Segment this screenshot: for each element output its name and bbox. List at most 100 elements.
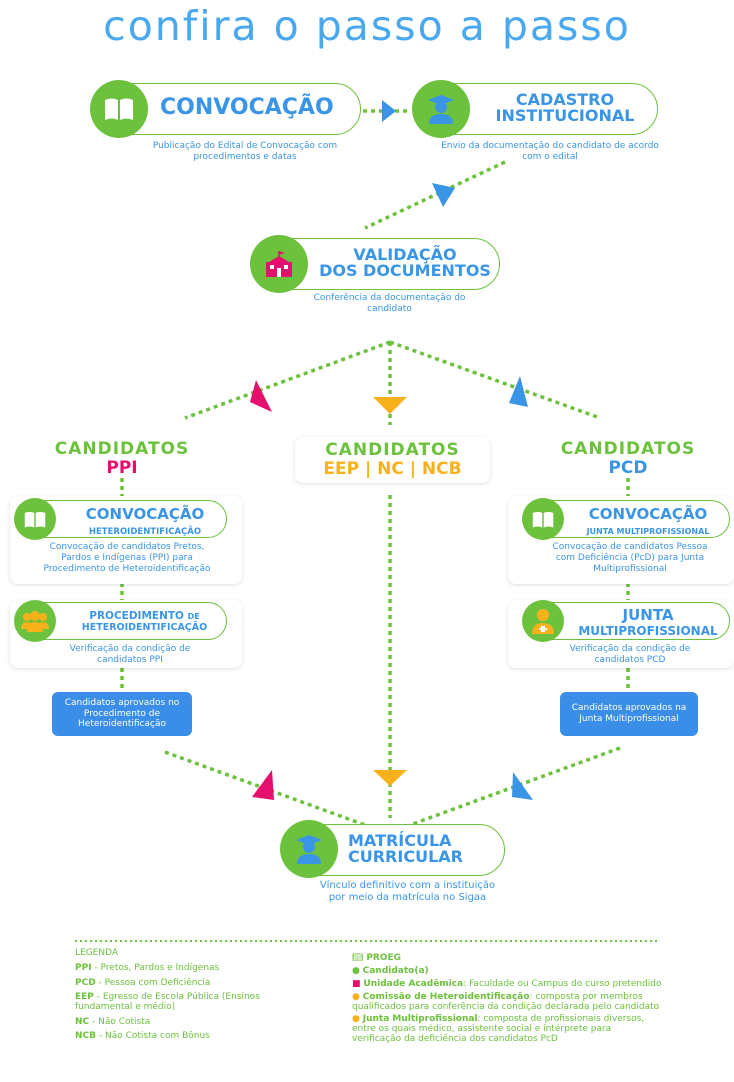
legend-value: : composta de profissionais diversos, en…	[352, 1014, 645, 1045]
arrow-right-icon	[382, 100, 396, 122]
step-title-line1: PROCEDIMENTO	[89, 610, 184, 622]
arrow-down-left-icon	[432, 183, 455, 207]
legend-value: : composta por membros qualificados para…	[352, 991, 660, 1012]
legend-item: EEP - Egresso de Escola Pública (Ensinos…	[75, 992, 295, 1013]
legend-key: PROEG	[366, 953, 402, 963]
ppi-result-box: Candidatos aprovados no Procedimento de …	[52, 692, 192, 736]
legend-key: Junta Multiprofissional	[362, 1014, 478, 1025]
legend-heading: LEGENDA	[75, 948, 119, 958]
doctor-icon: ●	[352, 1014, 360, 1025]
legend-item: ● Candidato(a)	[352, 965, 662, 977]
group-icon	[14, 600, 56, 642]
step-description: Verificação da condição de candidatos PP…	[69, 644, 191, 665]
legend-item: NCB - Não Cotista com Bônus	[75, 1031, 295, 1041]
connector-cadastro-validacao	[364, 160, 506, 230]
graduate-icon	[412, 80, 470, 138]
school-building-icon: ■	[352, 978, 361, 989]
graduate-icon	[280, 820, 338, 878]
step-description: Publicação do Edital de Convocação com p…	[152, 141, 338, 162]
step-title-line2: MULTIPROFISSIONAL	[578, 624, 718, 638]
step-description: Convocação de candidatos Pretos, Pardos …	[43, 542, 211, 574]
book-icon	[14, 498, 56, 540]
legend-item: PPI - Pretos, Pardos e Indígenas	[75, 963, 295, 973]
legend-item: PCD - Pessoa com Deficiência	[75, 978, 295, 988]
legend-key: PPI	[75, 963, 92, 974]
step-title-line2: HETEROIDENTIFICAÇÃO	[81, 621, 208, 633]
arrow-up-left-icon	[250, 380, 272, 412]
step-title-line1: CONVOCAÇÃO	[85, 505, 205, 523]
person-icon: ●	[352, 965, 360, 976]
legend-abbreviations: LEGENDA PPI - Pretos, Pardos e Indígenas…	[75, 948, 295, 1045]
candidates-eep-box	[295, 437, 490, 483]
candidates-group: PPI	[106, 457, 138, 478]
step-title-line2: INSTITUCIONAL	[495, 106, 635, 125]
step-title-line1: JUNTA	[622, 606, 674, 624]
legend-item: ■ Unidade Acadêmica: Faculdade ou Campus…	[352, 978, 662, 990]
legend-key: Unidade Acadêmica	[363, 978, 464, 989]
legend-item: ● Comissão de Heteroidentificação: compo…	[352, 991, 662, 1013]
connector-pcd-matricula	[409, 746, 621, 827]
legend-item: NC - Não Cotista	[75, 1017, 295, 1027]
book-icon	[90, 80, 148, 138]
step-description: Conferência da documentação do candidato	[313, 293, 466, 314]
legend-value: - Pretos, Pardos e Indígenas	[91, 963, 220, 974]
step-title: CONVOCAÇÃO	[160, 95, 334, 120]
candidates-group: PCD	[608, 457, 648, 478]
pcd-result-box: Candidatos aprovados na Junta Multiprofi…	[560, 692, 698, 736]
legend-value: - Pessoa com Deficiência	[95, 977, 211, 988]
legend-value: : Faculdade ou Campus do curso pretendid…	[463, 978, 662, 989]
step-title-line1: MATRÍCULA	[348, 831, 452, 850]
legend-item: 📖︎ PROEG	[352, 953, 662, 964]
legend-key: NC	[75, 1016, 90, 1027]
legend-value: - Egresso de Escola Pública (Ensinos fun…	[75, 992, 260, 1013]
doctor-icon	[522, 600, 564, 642]
book-icon: 📖︎	[352, 953, 364, 963]
step-description: Vínculo definitivo com a instituição por…	[319, 880, 496, 903]
page-title: confira o passo a passo	[103, 2, 631, 50]
legend-key: PCD	[75, 977, 96, 988]
school-building-icon	[250, 235, 308, 293]
connector-validacao-ppi	[184, 340, 391, 420]
arrow-up-right-icon	[252, 770, 274, 800]
step-title-line2: HETEROIDENTIFICAÇÃO	[88, 527, 202, 537]
step-title-line2: DOS DOCUMENTOS	[319, 261, 491, 280]
candidates-eep-heading: CANDIDATOS EEP | NC | NCB	[295, 441, 490, 478]
legend-icons: 📖︎ PROEG ● Candidato(a) ■ Unidade Acadêm…	[352, 953, 662, 1048]
step-title-line2: JUNTA MULTIPROFISSIONAL	[586, 527, 710, 536]
legend-item: ● Junta Multiprofissional: composta de p…	[352, 1015, 662, 1045]
group-icon: ●	[352, 991, 360, 1002]
legend-key: Candidato(a)	[362, 965, 429, 976]
step-title-line1: VALIDAÇÃO	[353, 245, 457, 264]
legend-value: - Não Cotista com Bônus	[96, 1031, 210, 1042]
arrow-up-right-icon	[509, 376, 528, 407]
step-title-line1: CONVOCAÇÃO	[588, 505, 708, 523]
book-icon	[522, 498, 564, 540]
step-title: CONVOCAÇÃO HETEROIDENTIFICAÇÃO	[65, 507, 225, 537]
step-description: Envio da documentação do candidato de ac…	[441, 141, 659, 162]
arrow-down-icon	[373, 770, 407, 786]
candidates-label: CANDIDATOS	[54, 439, 190, 459]
step-description: Convocação de candidatos Pessoa com Defi…	[552, 542, 708, 574]
candidates-label: CANDIDATOS	[560, 439, 696, 459]
connector-validacao-pcd	[389, 340, 601, 420]
legend-key: NCB	[75, 1031, 96, 1042]
candidates-ppi-heading: CANDIDATOS PPI	[22, 440, 222, 477]
step-title-line1b: DE	[187, 612, 200, 621]
legend-key: Comissão de Heteroidentificação	[362, 991, 530, 1002]
legend-key: EEP	[75, 992, 94, 1003]
step-title-line1: CADASTRO	[515, 90, 615, 109]
arrow-down-icon	[373, 397, 407, 414]
candidates-label: CANDIDATOS	[325, 440, 460, 460]
candidates-group: EEP | NC | NCB	[323, 458, 462, 479]
legend-value: - Não Cotista	[89, 1016, 151, 1027]
arrow-up-left-icon	[512, 772, 533, 800]
step-description: Verificação da condição de candidatos PC…	[569, 644, 691, 665]
candidates-pcd-heading: CANDIDATOS PCD	[528, 440, 728, 477]
step-title: CONVOCAÇÃO JUNTA MULTIPROFISSIONAL	[568, 507, 728, 537]
